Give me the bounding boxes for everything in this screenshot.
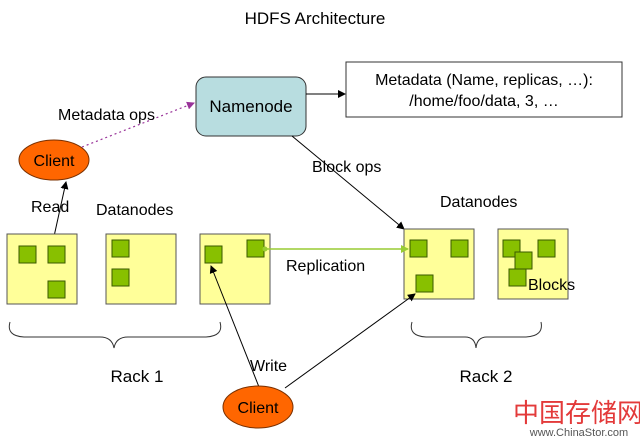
- rack2-datanode-2: [497, 228, 569, 300]
- block: [537, 239, 556, 258]
- rack2-datanodes-label: Datanodes: [440, 194, 517, 211]
- replication-label: Replication: [286, 258, 365, 275]
- block: [450, 239, 469, 258]
- block: [409, 239, 428, 258]
- write-label: Write: [250, 358, 287, 375]
- block: [47, 245, 66, 264]
- block: [47, 280, 66, 299]
- read-label: Read: [31, 199, 69, 216]
- metadata-ops-line: [81, 101, 195, 148]
- namenode-label: Namenode: [209, 97, 292, 116]
- block: [415, 274, 434, 293]
- rack2-label: Rack 2: [460, 367, 513, 386]
- rack1-datanode-1: [6, 233, 78, 305]
- metadata-line-2: /home/foo/data, 3, …: [409, 93, 558, 110]
- write-pipeline-arrow: [284, 293, 416, 389]
- block: [204, 245, 223, 264]
- block: [508, 268, 527, 287]
- client-top: Client: [18, 139, 90, 181]
- rack1-datanodes-label: Datanodes: [96, 202, 173, 219]
- metadata-ops-label: Metadata ops: [58, 107, 155, 124]
- rack1-datanode-2: [105, 233, 177, 305]
- block-ops-line: [291, 135, 405, 230]
- rack2-datanode-1: [403, 228, 475, 300]
- block: [514, 251, 533, 270]
- rack1-brace: [8, 321, 222, 349]
- rack2-brace: [410, 321, 542, 349]
- rack1-datanode-3: [199, 233, 271, 305]
- block: [111, 239, 130, 258]
- watermark-url: www.ChinaStor.com: [529, 427, 628, 439]
- metadata-line-1: Metadata (Name, replicas, …):: [375, 72, 593, 89]
- block: [246, 239, 265, 258]
- rack1-label: Rack 1: [111, 367, 164, 386]
- diagram-title: HDFS Architecture: [245, 9, 386, 28]
- watermark-chinese: 中国存储网: [513, 399, 640, 429]
- metadata-box: Metadata (Name, replicas, …): /home/foo/…: [345, 61, 623, 118]
- namenode: Namenode: [195, 76, 307, 137]
- block: [111, 268, 130, 287]
- block-ops-label: Block ops: [312, 159, 381, 176]
- blocks-label: Blocks: [528, 277, 575, 294]
- read-arrow: [52, 181, 69, 242]
- client-bottom: Client: [222, 385, 294, 429]
- client-top-label: Client: [34, 153, 75, 170]
- client-bottom-label: Client: [238, 400, 279, 417]
- write-arrow: [209, 265, 260, 388]
- block: [18, 245, 37, 264]
